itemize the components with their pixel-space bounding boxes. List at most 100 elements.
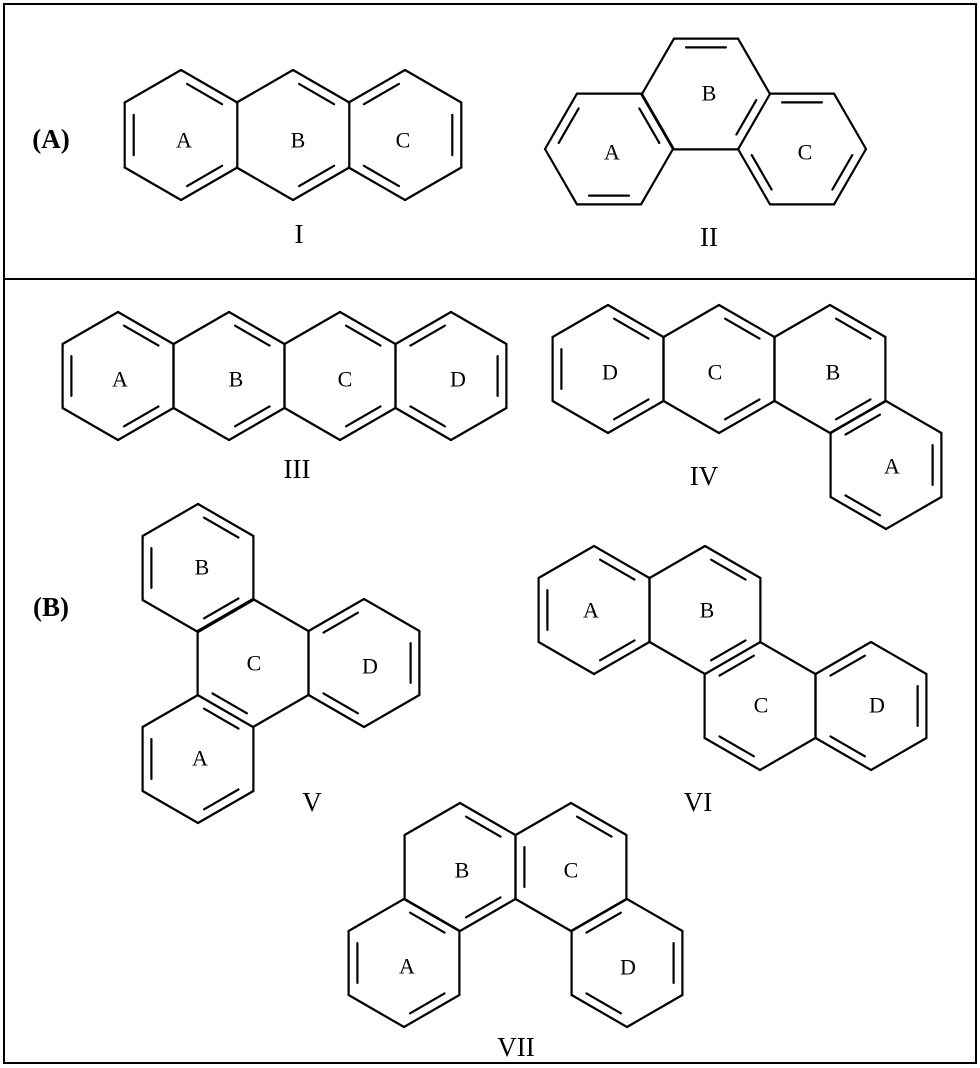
bond-line (123, 166, 183, 202)
bond-line (831, 154, 854, 191)
bond-line (283, 310, 342, 346)
molecule-bonds (551, 303, 943, 531)
molecule-label: IV (690, 461, 719, 491)
bond-line (141, 789, 200, 825)
ring-label: B (291, 128, 306, 153)
bond-line (723, 317, 761, 340)
bond-line (172, 406, 231, 442)
bond-line (592, 640, 651, 676)
bond-line (884, 495, 943, 531)
bond-line (717, 399, 776, 435)
bond-line (402, 993, 461, 1029)
bond-line (832, 147, 868, 206)
bond-line (709, 558, 747, 581)
molecule-bonds (543, 37, 868, 206)
molecule-bonds (61, 310, 508, 442)
bond-line (141, 502, 200, 538)
bond-line (736, 92, 772, 151)
bond-line (116, 406, 175, 442)
bond-line (362, 597, 421, 633)
molecule-label: V (302, 787, 322, 817)
bond-line (394, 406, 453, 442)
bond-line (834, 317, 872, 340)
bond-line (179, 166, 239, 202)
bond-line (709, 639, 747, 662)
molecule-label: II (700, 222, 718, 252)
bond-line (123, 68, 183, 104)
ring-label: B (826, 360, 841, 385)
bond-line (449, 310, 508, 346)
bond-line (723, 398, 761, 421)
ring-label: C (564, 858, 579, 883)
molecule-bonds (141, 502, 421, 825)
bond-line (347, 993, 406, 1029)
bond-line (869, 736, 928, 772)
bond-line (832, 92, 868, 151)
bond-line (844, 494, 882, 517)
bond-line (322, 611, 359, 634)
bond-line (196, 693, 255, 729)
bond-line (598, 639, 636, 662)
bond-line (347, 68, 407, 104)
bond-line (362, 82, 400, 106)
ring-label: D (450, 367, 466, 392)
bond-line (557, 107, 580, 144)
bond-line (251, 693, 310, 729)
bond-line (551, 399, 610, 435)
molecule-bonds (347, 801, 684, 1029)
bond-line (362, 693, 421, 729)
bond-line (814, 640, 873, 676)
molecule-label: I (295, 219, 304, 249)
bond-line (122, 324, 160, 347)
bond-line (362, 164, 400, 188)
bond-line (585, 992, 623, 1015)
molecule-label: VII (497, 1032, 534, 1062)
bond-line (141, 598, 200, 634)
ring-label: C (396, 128, 411, 153)
bond-line (196, 789, 255, 825)
ring-label: A (112, 367, 128, 392)
bond-line (736, 147, 772, 206)
bond-line (844, 413, 882, 436)
bond-line (234, 324, 271, 347)
bond-line (640, 92, 676, 151)
bond-line (829, 654, 867, 677)
bond-line (403, 166, 463, 202)
ring-label: A (604, 140, 620, 165)
bond-line (537, 544, 596, 580)
ring-label: B (195, 555, 210, 580)
bond-line (235, 166, 295, 202)
bond-line (703, 544, 762, 580)
bond-line (612, 398, 650, 421)
bond-line (640, 37, 676, 96)
bond-line (639, 147, 675, 206)
bond-line (298, 82, 336, 106)
bond-line (307, 597, 366, 633)
bond-line (814, 736, 873, 772)
bond-line (717, 303, 776, 339)
ring-label: A (399, 954, 415, 979)
bond-line (402, 897, 461, 933)
bond-line (606, 303, 665, 339)
molecule-V-triphenylene: B C D A V (141, 502, 421, 825)
ring-label: D (620, 955, 636, 980)
bond-line (61, 406, 120, 442)
bond-line (543, 92, 579, 151)
bond-line (625, 897, 684, 933)
bond-line (718, 735, 756, 758)
molecule-VI-chrysene: A B C D VI (537, 544, 928, 817)
bond-line (458, 801, 517, 837)
bond-line (338, 406, 397, 442)
ring-label: C (754, 693, 769, 718)
bond-line (251, 597, 310, 633)
bond-line (514, 897, 573, 933)
bond-line (625, 993, 684, 1029)
bond-line (307, 693, 366, 729)
molecule-label: III (284, 454, 311, 484)
bond-line (203, 788, 240, 811)
ring-label: B (700, 598, 715, 623)
molecule-IV-benz-anthracene: D C B A IV (551, 303, 943, 531)
bond-line (235, 68, 295, 104)
bond-line (203, 516, 240, 539)
bond-line (829, 399, 888, 435)
